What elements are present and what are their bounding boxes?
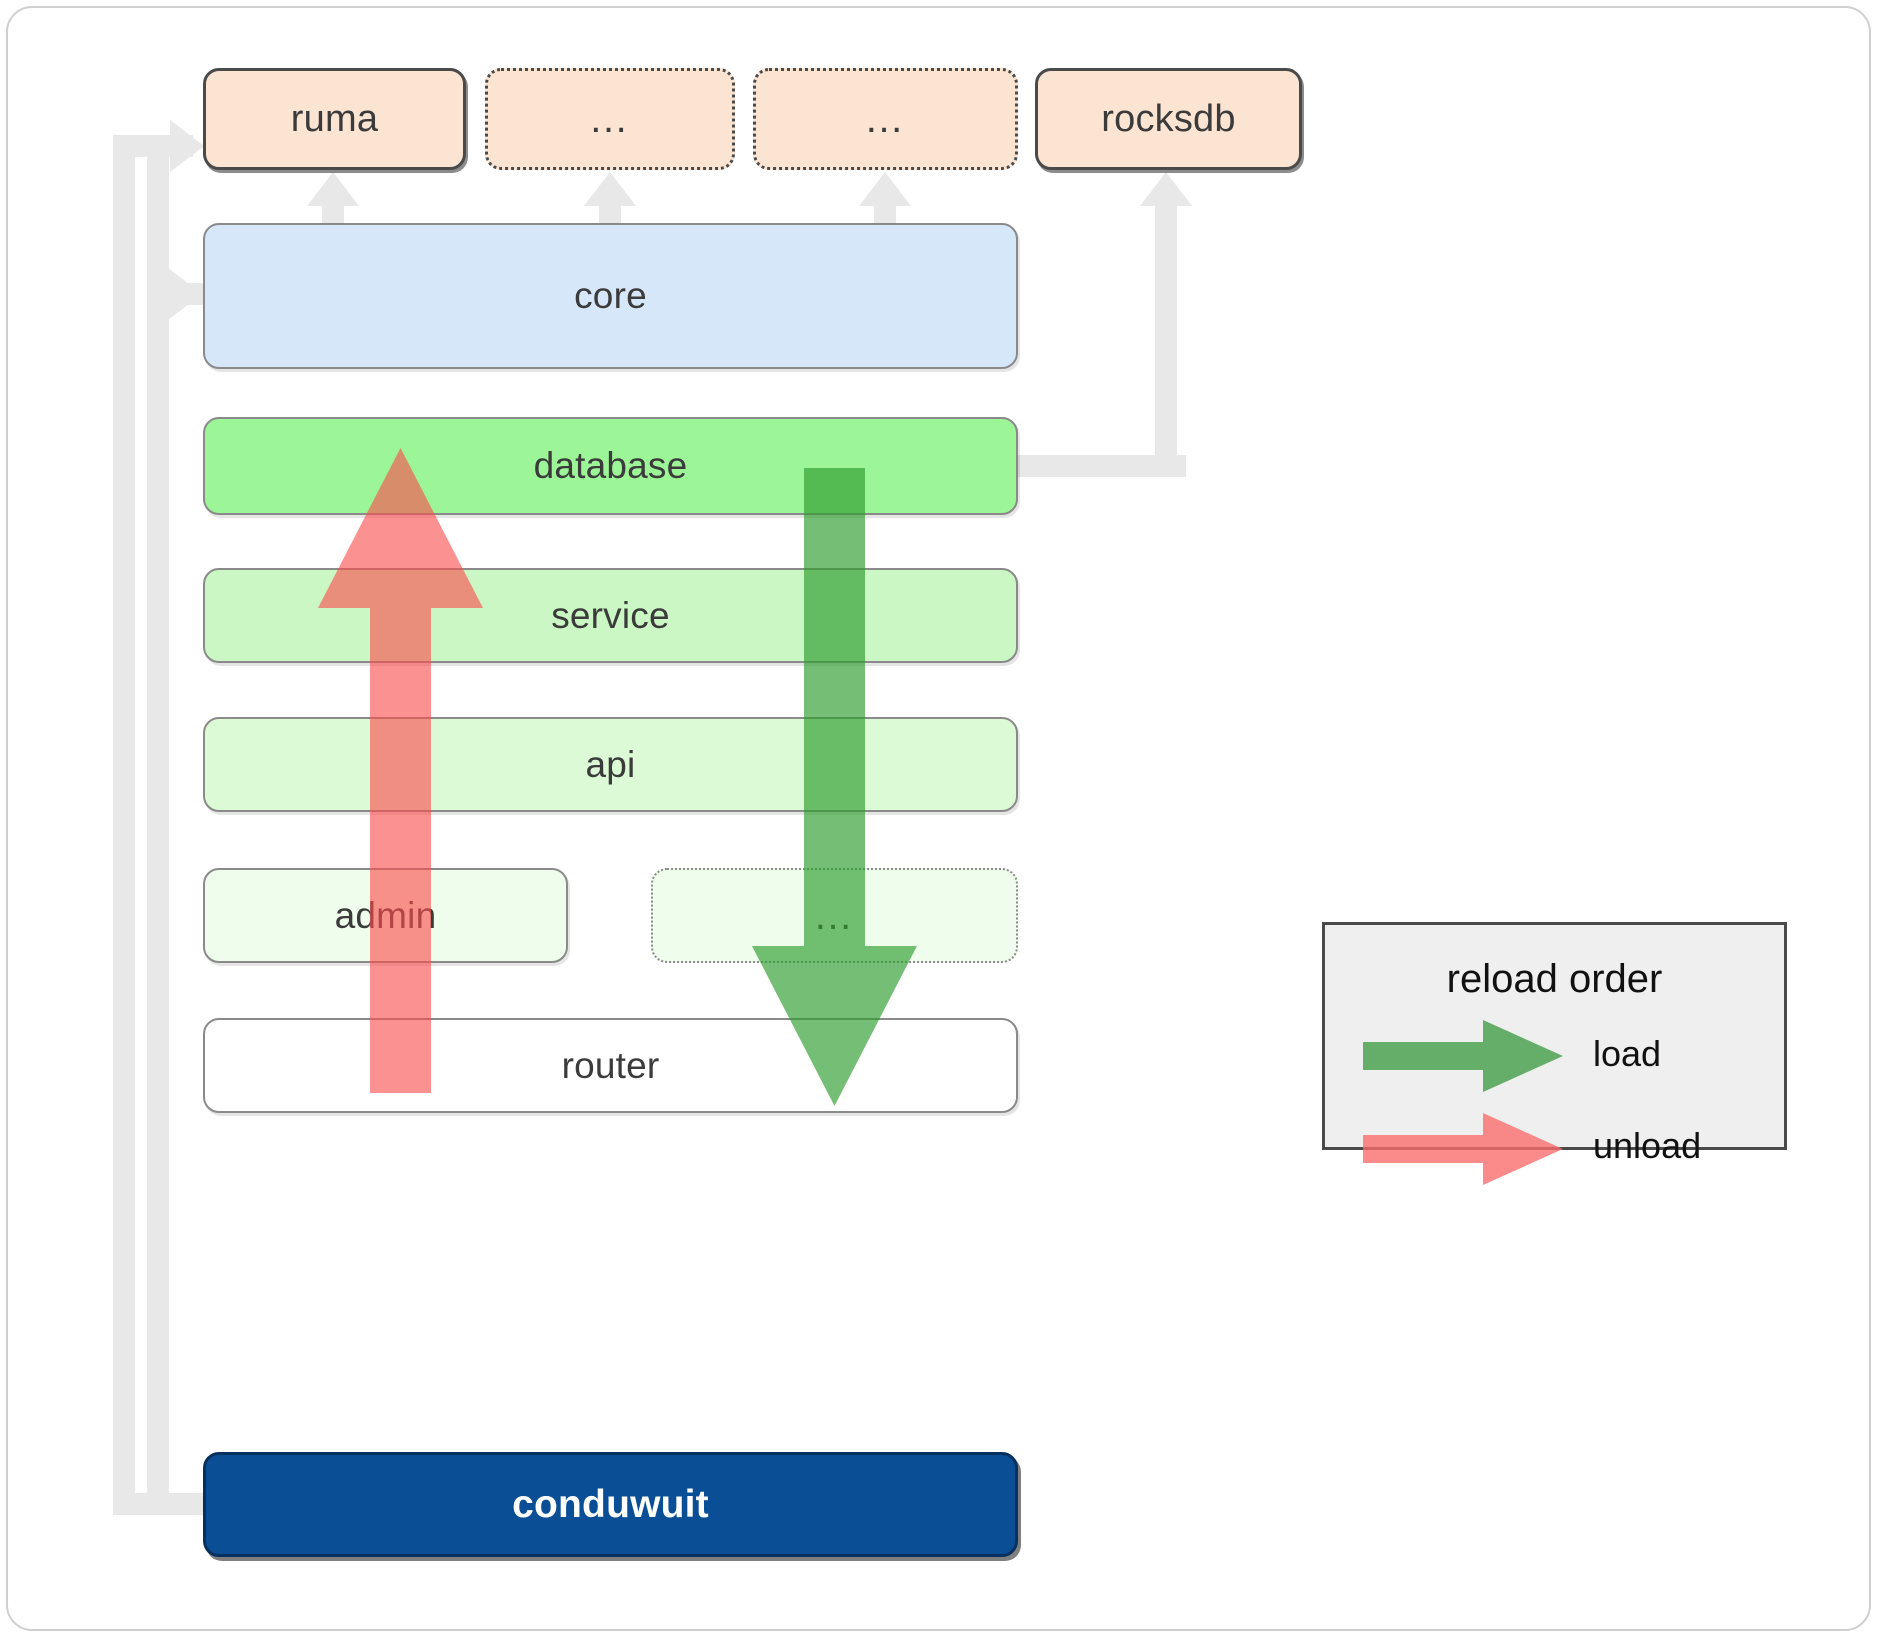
flow-arrow-unload <box>318 448 483 1093</box>
node-api[interactable]: api <box>203 717 1018 812</box>
node-rocksdb-label: rocksdb <box>1101 97 1236 140</box>
node-ruma[interactable]: ruma <box>203 68 466 170</box>
node-core[interactable]: core <box>203 223 1018 369</box>
connector-arrow-to-ruma <box>170 120 204 172</box>
node-dependency-ellipsis-2-label: … <box>864 97 907 141</box>
node-conduwuit-label: conduwuit <box>512 1482 709 1526</box>
legend-title: reload order <box>1446 957 1663 1001</box>
connector-arrow-to-core <box>168 268 202 320</box>
node-database-label: database <box>533 445 688 486</box>
connector-arrow-core-to-ruma <box>307 172 359 206</box>
node-database[interactable]: database <box>203 417 1018 515</box>
connector-conduwuit-to-core-vertical <box>147 146 169 1496</box>
legend-unload-label: unload <box>1593 1125 1702 1166</box>
connector-arrow-to-rocksdb <box>1140 172 1192 206</box>
node-dependency-ellipsis-1-label: … <box>588 97 632 141</box>
legend-load-label: load <box>1593 1033 1662 1074</box>
node-core-label: core <box>574 275 647 316</box>
node-dependency-ellipsis-2[interactable]: … <box>753 68 1018 170</box>
connector-database-to-rocksdb-horizontal <box>1018 455 1186 477</box>
connector-arrow-core-to-dots2 <box>859 172 911 206</box>
node-dependency-ellipsis-1[interactable]: … <box>485 68 735 170</box>
legend-load-arrow-icon <box>1363 1020 1563 1092</box>
node-rocksdb[interactable]: rocksdb <box>1035 68 1302 170</box>
connector-conduwuit-to-ruma-vertical <box>113 135 135 1515</box>
node-conduwuit[interactable]: conduwuit <box>203 1452 1018 1557</box>
node-api-label: api <box>585 743 636 785</box>
node-service-label: service <box>551 594 670 636</box>
node-router-label: router <box>561 1044 660 1086</box>
connector-arrow-core-to-dots1 <box>584 172 636 206</box>
node-ruma-label: ruma <box>290 97 379 140</box>
node-router[interactable]: router <box>203 1018 1018 1113</box>
legend-unload-arrow-icon <box>1363 1113 1563 1185</box>
connector-database-to-rocksdb-vertical <box>1155 205 1177 477</box>
flow-arrow-load <box>752 468 917 1106</box>
legend-panel: reload order load unload <box>1322 922 1787 1185</box>
